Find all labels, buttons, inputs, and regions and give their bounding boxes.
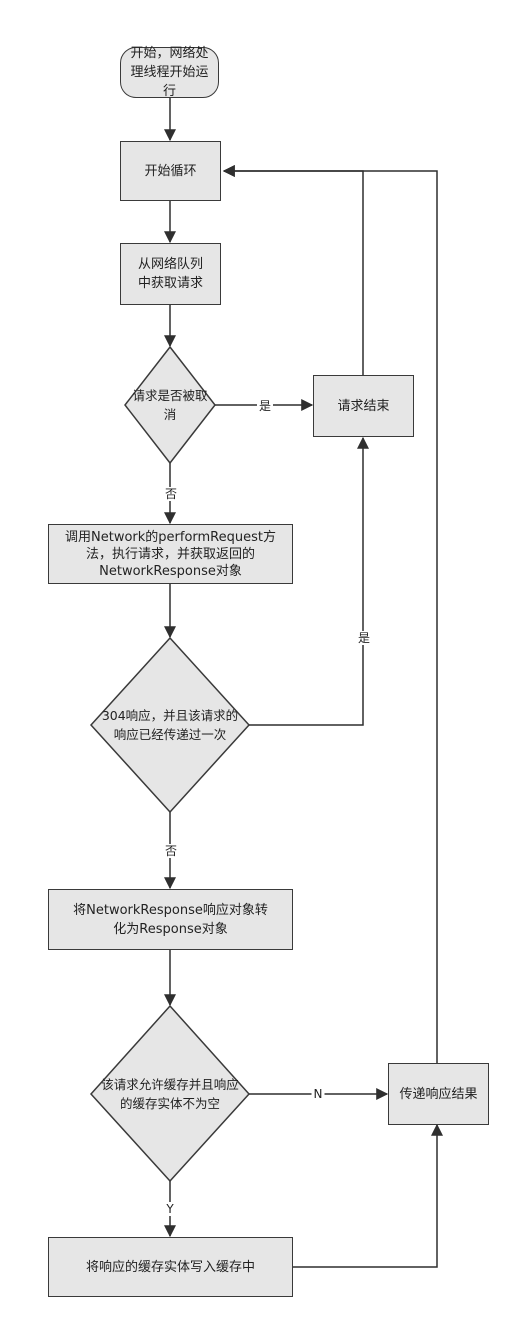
not-modified-label: 304响应，并且该请求的响应已经传递过一次 [101,708,239,742]
write-cache-node: 将响应的缓存实体写入缓存中 [48,1237,293,1297]
take-request-node: 从网络队列中获取请求 [120,243,221,305]
edge-finish-loop [222,165,364,375]
edge-label-cancelled-yes: 是 [256,399,274,413]
cacheable-label: 该请求允许缓存并且响应的缓存实体不为空 [101,1077,239,1111]
start-node: 开始，网络处理线程开始运行 [120,46,219,99]
finish-label: 请求结束 [337,398,390,414]
cancelled-label: 请求是否被取消 [132,388,208,422]
edge-label-cacheable-yes: Y [164,1202,176,1216]
start-label: 开始，网络处理线程开始运行 [130,46,209,99]
perform-request-label: 调用Network的performRequest方法，执行请求，并获取返回的Ne… [65,529,276,579]
finish-node: 请求结束 [313,375,414,437]
edge-label-cancelled-no: 否 [162,487,180,501]
edge-label-not-modified-yes: 是 [355,631,373,645]
edge-deliver-loop [222,165,438,1063]
edge-write-deliver [292,1123,443,1268]
convert-response-label: 将NetworkResponse响应对象转化为Response对象 [73,902,268,937]
take-request-label: 从网络队列中获取请求 [137,257,203,291]
write-cache-label: 将响应的缓存实体写入缓存中 [85,1259,255,1275]
edge-label-cacheable-no: N [311,1087,325,1101]
edge-label-not-modified-no: 否 [162,844,180,858]
edge-not-modified-finish [249,436,369,726]
loop-node: 开始循环 [120,141,221,201]
convert-response-node: 将NetworkResponse响应对象转化为Response对象 [48,889,293,950]
deliver-node: 传递响应结果 [388,1063,489,1125]
perform-request-node: 调用Network的performRequest方法，执行请求，并获取返回的Ne… [48,524,293,584]
deliver-label: 传递响应结果 [399,1086,478,1102]
loop-label: 开始循环 [144,163,197,179]
